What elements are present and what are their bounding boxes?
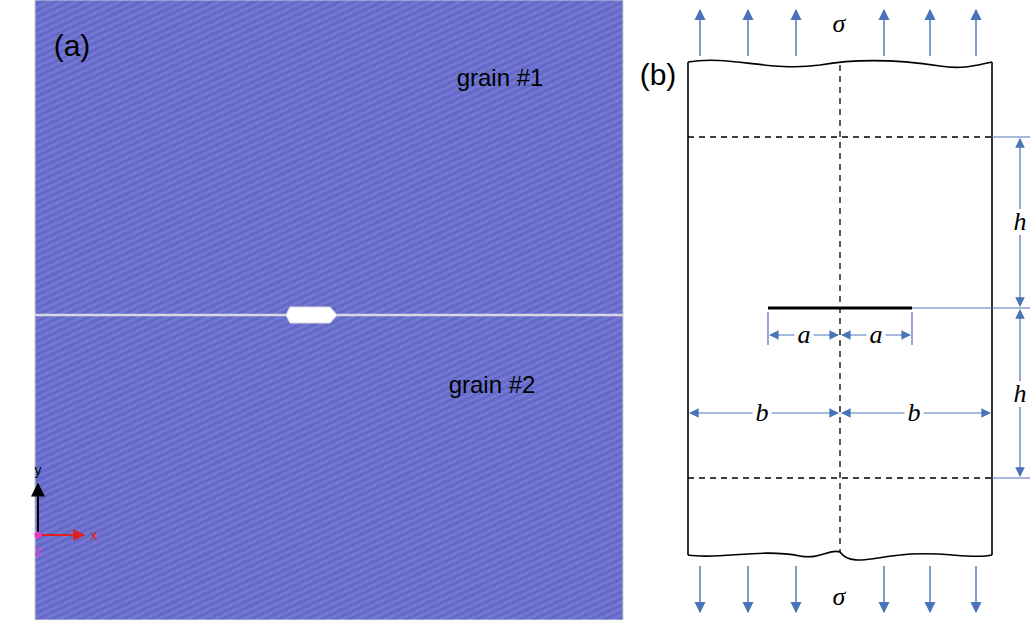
load-arrow: [747, 10, 748, 56]
grain-label: grain #2: [449, 373, 536, 397]
load-arrow: [975, 10, 976, 56]
dimension-label: b: [905, 400, 924, 426]
load-arrow: [699, 10, 700, 56]
stress-label: σ: [833, 11, 846, 37]
load-arrow: [883, 10, 884, 56]
axis-label: z: [35, 544, 42, 558]
atomistic-panel: [35, 0, 624, 620]
specimen-sketch: [688, 10, 1030, 612]
load-arrow: [795, 566, 796, 612]
load-arrow: [747, 566, 748, 612]
axis-label: x: [91, 528, 98, 542]
dimension-label: h: [1011, 209, 1030, 235]
load-arrow: [883, 566, 884, 612]
grain-label: grain #1: [457, 66, 544, 90]
panel-label: (a): [54, 31, 91, 61]
stress-label: σ: [833, 584, 846, 610]
load-arrow: [929, 566, 930, 612]
load-arrow: [975, 566, 976, 612]
load-arrow: [795, 10, 796, 56]
axis-label: y: [35, 463, 42, 477]
load-arrow: [699, 566, 700, 612]
dimension-label: a: [795, 322, 814, 348]
dimension-label: b: [753, 400, 772, 426]
dimension-label: h: [1011, 381, 1030, 407]
dimension-label: a: [867, 322, 886, 348]
panel-label: (b): [640, 60, 677, 90]
load-arrow: [929, 10, 930, 56]
